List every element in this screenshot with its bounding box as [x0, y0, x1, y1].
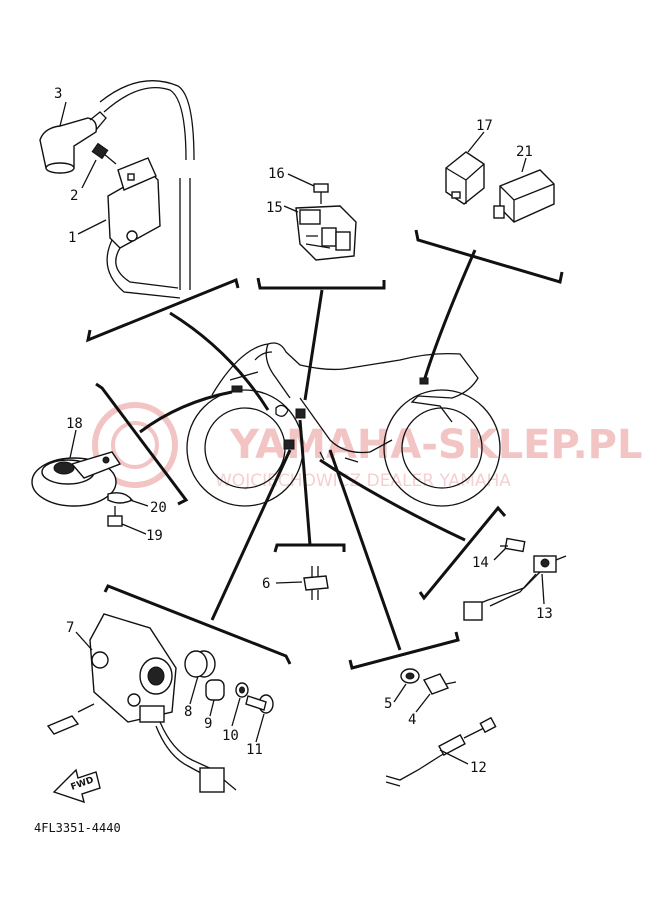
callout-20: 20 [150, 500, 167, 516]
callout-10: 10 [222, 728, 239, 744]
screw-11[interactable] [245, 694, 274, 714]
washer-10[interactable] [235, 682, 249, 698]
group-leaders [85, 229, 564, 670]
callout-16: 16 [268, 166, 285, 182]
forward-direction-arrow: FWD [52, 768, 101, 804]
callout-12: 12 [470, 760, 487, 776]
callout-1: 1 [68, 230, 76, 246]
callout-9: 9 [204, 716, 212, 732]
ignition-coil[interactable] [106, 157, 181, 299]
oil-level-switch[interactable] [422, 673, 457, 695]
callout-labels: 3 2 1 16 15 17 21 18 20 19 6 14 13 7 8 9… [54, 86, 553, 776]
callout-19: 19 [146, 528, 163, 544]
motorcycle-outline [186, 342, 501, 507]
bolt-2[interactable] [91, 142, 117, 165]
starter-relay[interactable] [295, 205, 357, 261]
flasher-relay[interactable] [493, 169, 555, 223]
callout-6: 6 [262, 576, 270, 592]
callout-17: 17 [476, 118, 493, 134]
washer-20[interactable] [107, 492, 134, 504]
callout-18: 18 [66, 416, 83, 432]
callout-13: 13 [536, 606, 553, 622]
gasket-5[interactable] [400, 668, 420, 684]
callout-8: 8 [184, 704, 192, 720]
drawing-code: 4FL3351-4440 [34, 821, 121, 835]
callout-14: 14 [472, 555, 489, 571]
horn[interactable] [31, 451, 122, 507]
lead-wire-12[interactable] [385, 716, 497, 787]
watermark-logo-icon [92, 402, 178, 488]
high-tension-lead [103, 86, 187, 161]
relay-17[interactable] [445, 151, 485, 205]
spark-plug-cap[interactable] [39, 111, 107, 174]
callout-15: 15 [266, 200, 283, 216]
callout-4: 4 [408, 712, 416, 728]
bolt-19[interactable] [107, 506, 123, 527]
callout-11: 11 [246, 742, 263, 758]
callout-3: 3 [54, 86, 62, 102]
collar-9[interactable] [205, 679, 225, 701]
callout-5: 5 [384, 696, 392, 712]
watermark-title: YAMAHA-SKLEP.PL [229, 422, 642, 468]
neutral-switch[interactable] [303, 566, 329, 600]
screw-14[interactable] [500, 537, 526, 553]
bolt-16[interactable] [313, 183, 329, 204]
watermark: YAMAHA-SKLEP.PL WOJCIECHOWICZ DEALER YAM… [92, 402, 642, 491]
rear-brake-switch[interactable] [463, 555, 567, 621]
callout-7: 7 [66, 620, 74, 636]
grommet-8[interactable] [184, 650, 216, 678]
callout-leaders [59, 101, 545, 765]
callout-21: 21 [516, 144, 533, 160]
callout-2: 2 [70, 188, 78, 204]
starter-motor-assembly[interactable] [46, 613, 237, 793]
